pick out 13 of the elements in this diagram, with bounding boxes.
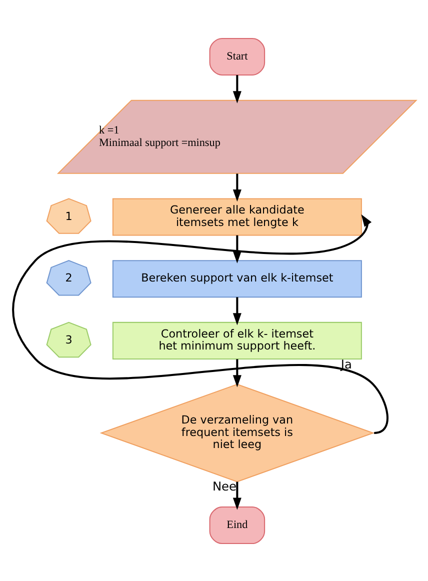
arrow <box>232 358 241 387</box>
arrow <box>232 481 241 510</box>
node-diamond: De verzameling van frequent itemsets is niet leeg <box>99 383 374 482</box>
arrow <box>12 214 388 434</box>
arrow <box>232 234 241 263</box>
arrow <box>232 74 241 103</box>
arrow <box>232 296 241 325</box>
node-box: Eind <box>208 506 265 544</box>
node-box: Start <box>208 37 265 75</box>
node-box: Bereken support van elk k-itemset <box>112 260 362 298</box>
node-box: Controleer of elk k- itemset het minimum support heeft. <box>112 321 362 359</box>
node-box: Genereer alle kandidate itemsets met lengte k <box>112 198 362 236</box>
arrow <box>232 173 241 202</box>
